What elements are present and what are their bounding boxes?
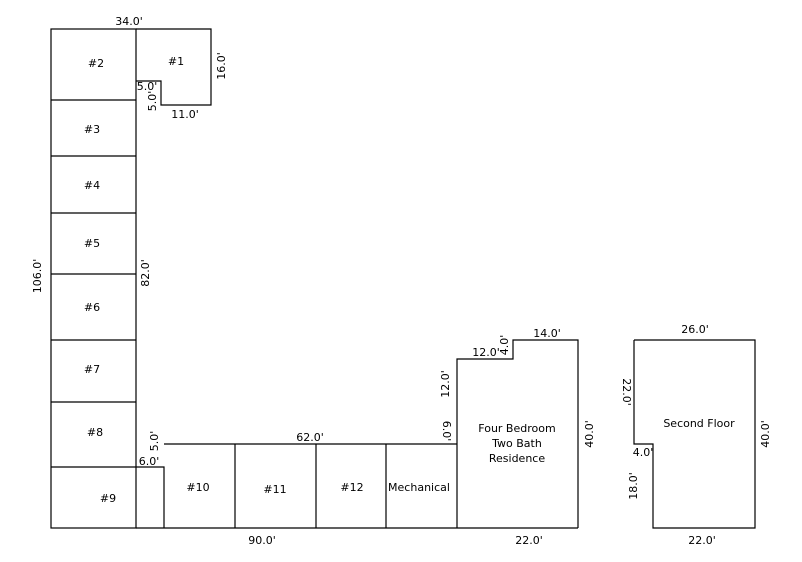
residence-label-line3: Residence: [489, 452, 545, 465]
unit-1-outline: [136, 28, 212, 106]
second-floor-outline: [633, 339, 756, 529]
unit-3-label: #3: [84, 123, 100, 136]
dim-res-22: 22.0': [515, 534, 543, 547]
dim-top-34: 34.0': [115, 15, 143, 28]
building-walls: [50, 28, 756, 529]
dim-res-14: 14.0': [533, 327, 561, 340]
dim-step-6: 6.0': [139, 455, 160, 468]
residence-outline: [456, 339, 579, 528]
unit-12-label: #12: [340, 481, 363, 494]
dim-res-12v: 12.0': [439, 370, 452, 398]
mechanical-label: Mechanical: [388, 481, 450, 494]
dim-unit1-16: 16.0': [215, 52, 228, 80]
dim-notch-5a: 5.0': [137, 80, 158, 93]
unit-9-label: #9: [100, 492, 116, 505]
unit-10-label: #10: [186, 481, 209, 494]
residence-label-line2: Two Bath: [491, 437, 542, 450]
dim-left-106: 106.0': [31, 259, 44, 294]
unit-11-label: #11: [263, 483, 286, 496]
unit-2-label: #2: [88, 57, 104, 70]
dim-sf-18: 18.0': [627, 472, 640, 500]
dim-sf-22v: 22.0': [620, 378, 633, 406]
dim-res-40: 40.0': [583, 420, 596, 448]
dim-sf-40: 40.0': [759, 420, 772, 448]
dim-res-6: 6.0': [440, 421, 453, 442]
unit-4-label: #4: [84, 179, 100, 192]
dim-bottom-90: 90.0': [248, 534, 276, 547]
residence-label-line1: Four Bedroom: [478, 422, 555, 435]
dim-sf-4: 4.0': [633, 446, 654, 459]
dim-mid-62: 62.0': [296, 431, 324, 444]
unit-8-label: #8: [87, 426, 103, 439]
unit-1-label: #1: [168, 55, 184, 68]
dim-res-4: 4.0': [498, 335, 511, 356]
unit-7-label: #7: [84, 363, 100, 376]
dim-sf-22h: 22.0': [688, 534, 716, 547]
unit-6-label: #6: [84, 301, 100, 314]
unit-9-extension: [136, 466, 165, 528]
dim-res-12h: 12.0': [472, 346, 500, 359]
dim-step-5: 5.0': [148, 431, 161, 452]
left-strip-outline: [50, 28, 137, 529]
dim-sf-26: 26.0': [681, 323, 709, 336]
dim-unit1-11: 11.0': [171, 108, 199, 121]
second-floor-label: Second Floor: [663, 417, 735, 430]
unit-5-label: #5: [84, 237, 100, 250]
dim-notch-5b: 5.0': [146, 91, 159, 112]
dim-inner-82: 82.0': [139, 259, 152, 287]
